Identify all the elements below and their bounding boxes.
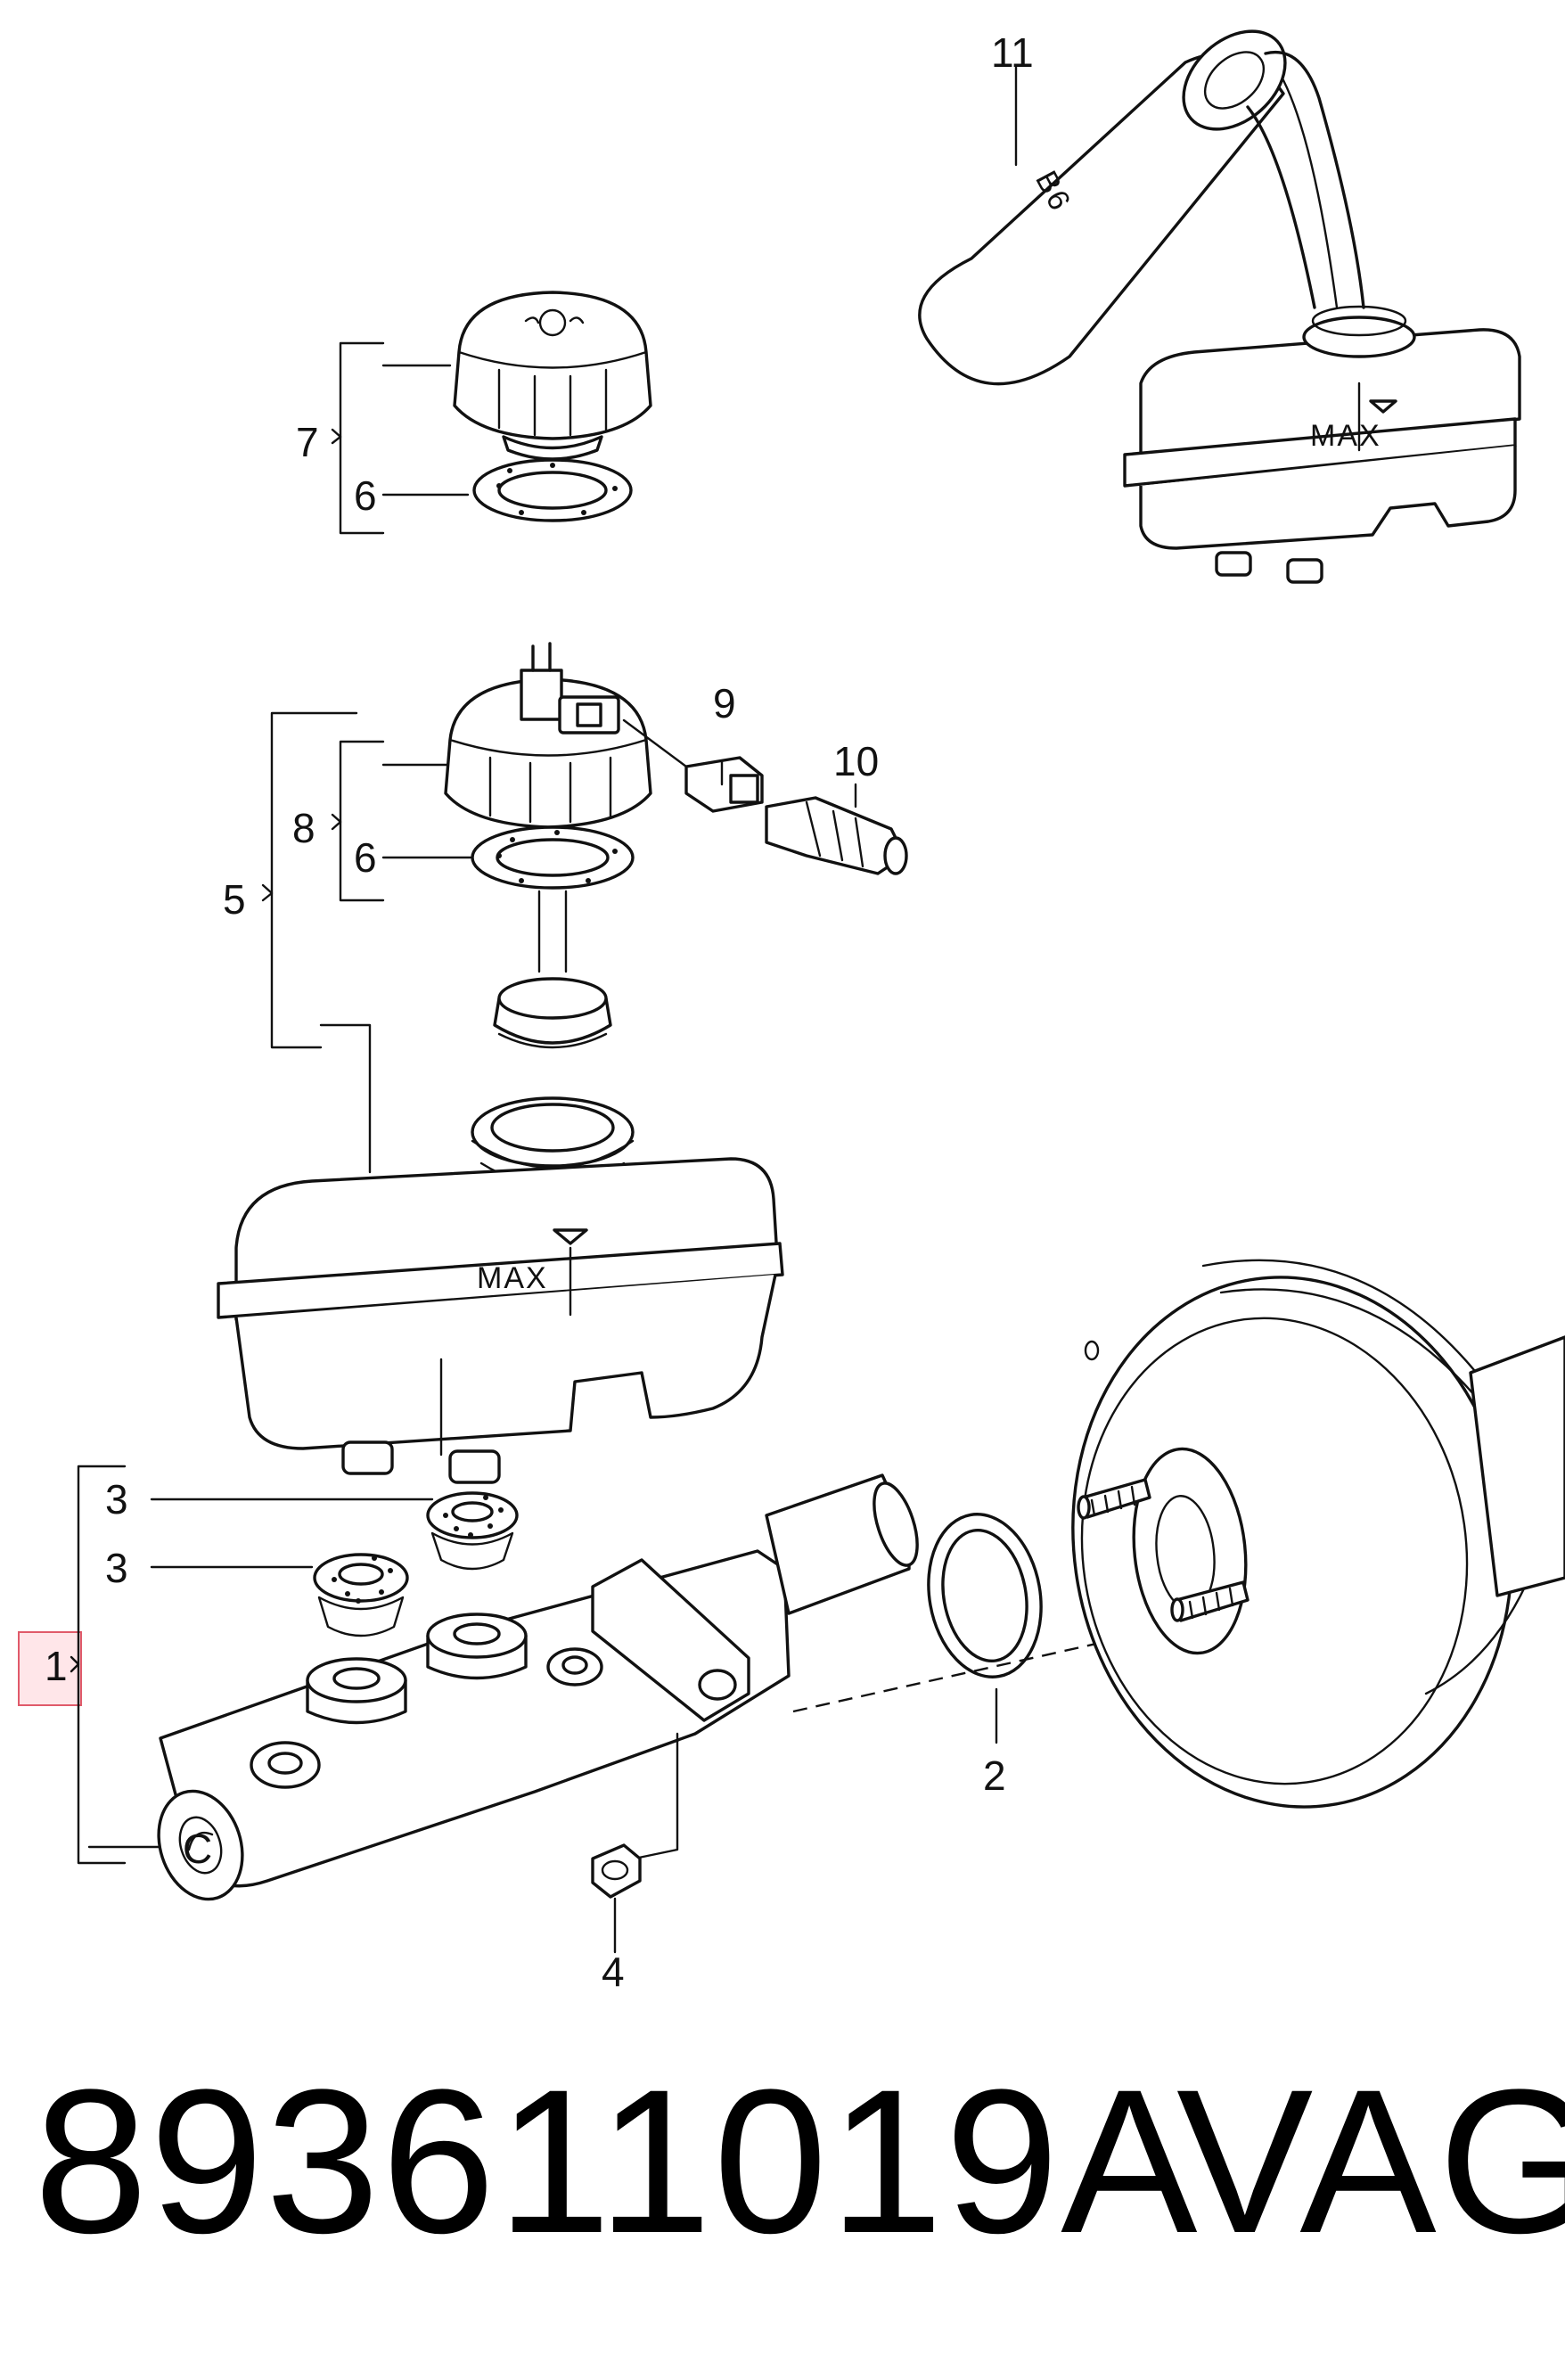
small-reservoir: MAX xyxy=(1123,305,1521,584)
bracket-7 xyxy=(331,341,470,535)
bracket-1 xyxy=(70,1465,160,1865)
callout-3b: 3 xyxy=(105,1545,128,1591)
small-reservoir-max-label: MAX xyxy=(1310,419,1381,453)
callout-9: 9 xyxy=(713,680,736,726)
callout-6b: 6 xyxy=(354,834,377,881)
bracket-5-8 xyxy=(261,711,857,1174)
connector-boot xyxy=(765,796,908,875)
part-footer: 893611019A VAG xyxy=(27,2015,1565,2309)
reservoir-seal-lower xyxy=(313,1553,409,1637)
cap-gasket-lower xyxy=(471,825,635,890)
callout-6a: 6 xyxy=(354,472,377,519)
callout-8: 8 xyxy=(292,805,315,851)
reservoir-max-label: MAX xyxy=(477,1261,548,1295)
brand-name: VAG xyxy=(1176,2047,1565,2276)
callout-11: 11 xyxy=(991,29,1034,76)
cylinder-mark-text: C xyxy=(183,1826,212,1872)
callout-highlight-box xyxy=(18,1631,82,1706)
brake-fluid-bottle: B6 xyxy=(918,29,1365,386)
callout-3a: 3 xyxy=(105,1476,128,1522)
part-number: 893611019A xyxy=(34,2047,1200,2276)
callout-10: 10 xyxy=(833,738,879,784)
reservoir-cap xyxy=(453,291,652,461)
warning-switch-plug xyxy=(622,718,764,813)
master-cylinder: C xyxy=(157,1473,919,1901)
reservoir-cap-with-switch xyxy=(444,642,652,829)
callout-7: 7 xyxy=(296,419,319,465)
cap-gasket-upper xyxy=(472,458,633,522)
mounting-nut xyxy=(591,1843,642,1954)
main-reservoir: MAX xyxy=(217,1157,784,1484)
callout-1: 1 xyxy=(45,1643,68,1689)
callout-2: 2 xyxy=(983,1752,1006,1799)
seal-dot-texture xyxy=(332,463,618,1604)
callout-4: 4 xyxy=(602,1949,625,1995)
callout-5: 5 xyxy=(223,876,246,923)
brake-booster xyxy=(1071,1259,1565,1809)
float-and-strainer xyxy=(471,890,635,1187)
booster-gasket xyxy=(927,1513,1043,1744)
reservoir-seal-upper xyxy=(426,1491,519,1571)
